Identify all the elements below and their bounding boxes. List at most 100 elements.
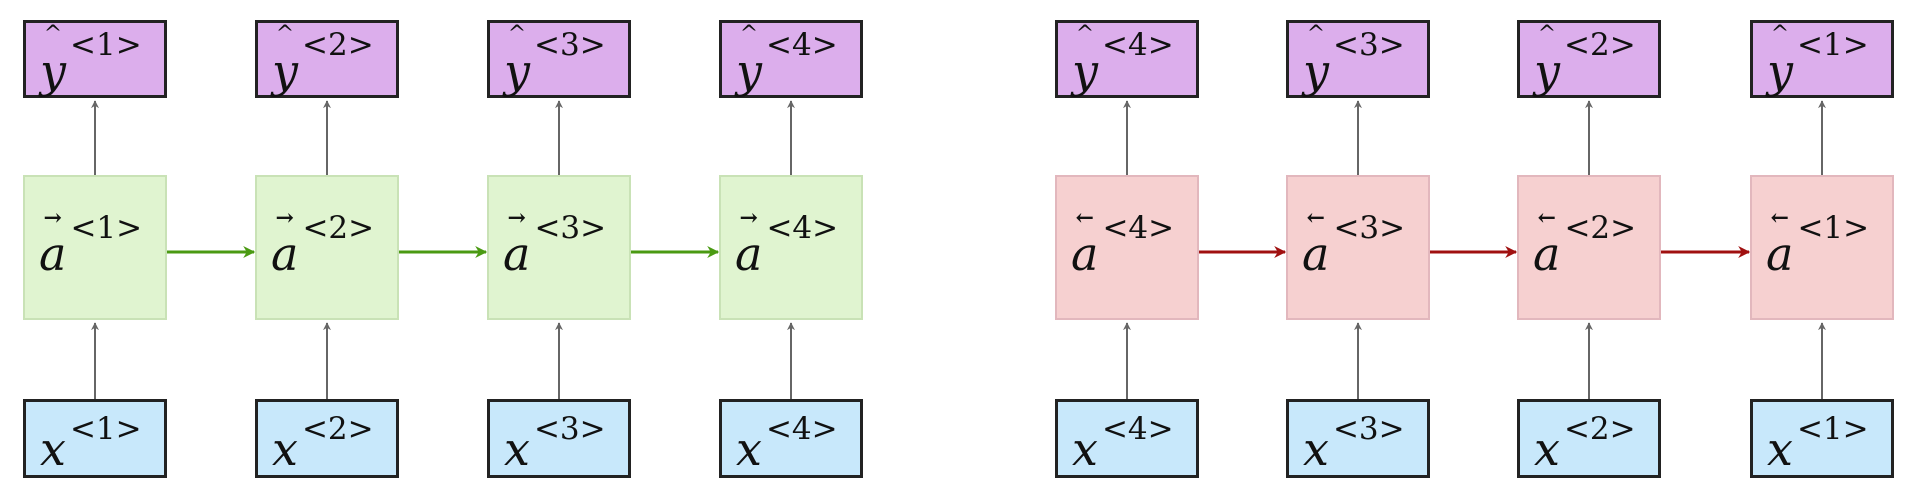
forward-input-box: x<3> [487,399,631,478]
time-index: <1> [1797,27,1869,63]
time-index: <4> [766,27,838,63]
backward-hidden-state-box: ←a<1> [1750,175,1894,320]
backward-hidden-state-box: ←a<4> [1055,175,1199,320]
symbol-group: ←a [1302,207,1329,277]
direction-arrow-icon: ← [1306,205,1325,231]
time-index: <3> [1333,27,1405,63]
symbol: x [1534,422,1560,476]
time-index: <2> [302,210,375,246]
symbol-group: x [1072,408,1098,472]
symbol: x [1303,422,1329,476]
time-index: <4> [766,210,839,246]
forward-hidden-state-box: →a<3> [487,175,631,320]
symbol-group: →a [735,207,762,277]
input-box-label: x<2> [272,408,374,476]
backward-output-box: ^y<3> [1286,20,1430,98]
symbol-group: x [40,408,66,472]
hidden-state-box-label: →a<2> [271,207,374,277]
symbol-group: x [736,408,762,472]
hidden-state-box-label: →a<3> [503,207,606,277]
forward-input-box: x<4> [719,399,863,478]
direction-arrow-icon: ← [1537,205,1556,231]
time-index: <2> [301,411,374,447]
symbol-group: ^y [504,22,530,98]
time-index: <1> [1796,411,1869,447]
symbol: a [1071,227,1099,281]
forward-hidden-state-box: →a<4> [719,175,863,320]
symbol: a [39,227,67,281]
forward-input-box: x<1> [23,399,167,478]
time-index: <1> [70,27,142,63]
symbol-group: ^y [1767,24,1793,98]
backward-hidden-state-box: ←a<3> [1286,175,1430,320]
symbol: x [1767,422,1793,476]
symbol: x [272,422,298,476]
symbol-group: ←a [1533,207,1560,277]
symbol-group: ^y [1534,24,1560,95]
hidden-state-box-label: →a<1> [39,207,142,277]
symbol: a [1302,227,1330,281]
time-index: <4> [1101,411,1174,447]
symbol-group: ^y [1303,22,1329,98]
symbol: x [504,422,530,476]
hat-accent: ^ [1306,22,1326,47]
backward-output-box: ^y<2> [1517,20,1661,98]
symbol-group: ^y [1072,22,1098,95]
time-index: <4> [1102,27,1174,63]
backward-output-box: ^y<4> [1055,20,1199,98]
time-index: <4> [765,411,838,447]
input-box-label: x<1> [1767,408,1869,476]
direction-arrow-icon: → [275,205,294,231]
symbol: y [504,44,530,98]
time-index: <3> [1332,411,1405,447]
forward-output-box: ^y<4> [719,20,863,98]
forward-input-box: x<2> [255,399,399,478]
hat-accent: ^ [739,22,759,47]
hidden-state-box-label: ←a<2> [1533,207,1636,277]
symbol: x [1072,422,1098,476]
input-box-label: x<4> [1072,408,1174,473]
input-box-label: x<3> [1303,408,1405,473]
symbol: y [1767,44,1793,98]
direction-arrow-icon: → [739,205,758,231]
time-index: <1> [1797,210,1870,246]
symbol: a [735,227,763,281]
backward-input-box: x<1> [1750,399,1894,478]
input-box-label: x<4> [736,408,838,473]
symbol-group: x [1303,408,1329,472]
symbol: a [1766,227,1794,281]
output-box-label: ^y<4> [1072,22,1174,95]
backward-output-box: ^y<1> [1750,20,1894,98]
symbol-group: x [504,408,530,472]
symbol: y [1303,44,1329,98]
symbol-group: ^y [40,22,66,95]
forward-hidden-state-box: →a<1> [23,175,167,320]
time-index: <1> [70,210,143,246]
output-box-label: ^y<2> [1534,24,1636,95]
backward-hidden-state-box: ←a<2> [1517,175,1661,320]
symbol: a [503,227,531,281]
symbol-group: →a [271,207,298,277]
time-index: <2> [1564,27,1636,63]
input-box-label: x<3> [504,408,606,473]
symbol: x [40,422,66,476]
forward-output-box: ^y<3> [487,20,631,98]
hat-accent: ^ [507,22,527,47]
hat-accent: ^ [43,22,63,47]
output-box-label: ^y<1> [1767,24,1869,98]
symbol: y [736,44,762,98]
time-index: <3> [533,411,606,447]
time-index: <3> [534,27,606,63]
symbol: a [1533,227,1561,281]
forward-hidden-state-box: →a<2> [255,175,399,320]
forward-output-box: ^y<2> [255,20,399,98]
time-index: <2> [1563,411,1636,447]
symbol-group: ←a [1071,207,1098,277]
symbol-group: →a [503,207,530,277]
hidden-state-box-label: ←a<3> [1302,207,1405,277]
time-index: <4> [1102,210,1175,246]
hat-accent: ^ [1075,22,1095,47]
output-box-label: ^y<2> [272,24,374,95]
backward-input-box: x<2> [1517,399,1661,478]
